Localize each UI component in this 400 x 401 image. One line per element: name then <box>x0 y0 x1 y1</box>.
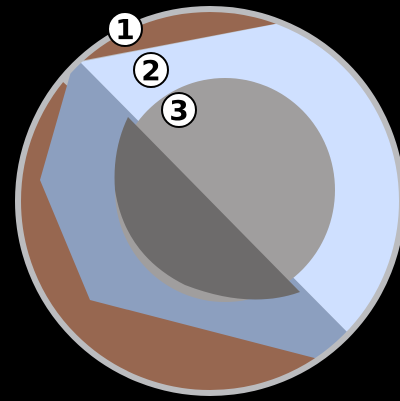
label-2-text: 2 <box>141 54 160 87</box>
layer-label-1: 1 <box>108 12 142 46</box>
layer-label-3: 3 <box>162 93 196 127</box>
layer-label-2: 2 <box>134 53 168 87</box>
label-3-text: 3 <box>169 94 188 127</box>
label-1-text: 1 <box>115 13 134 46</box>
